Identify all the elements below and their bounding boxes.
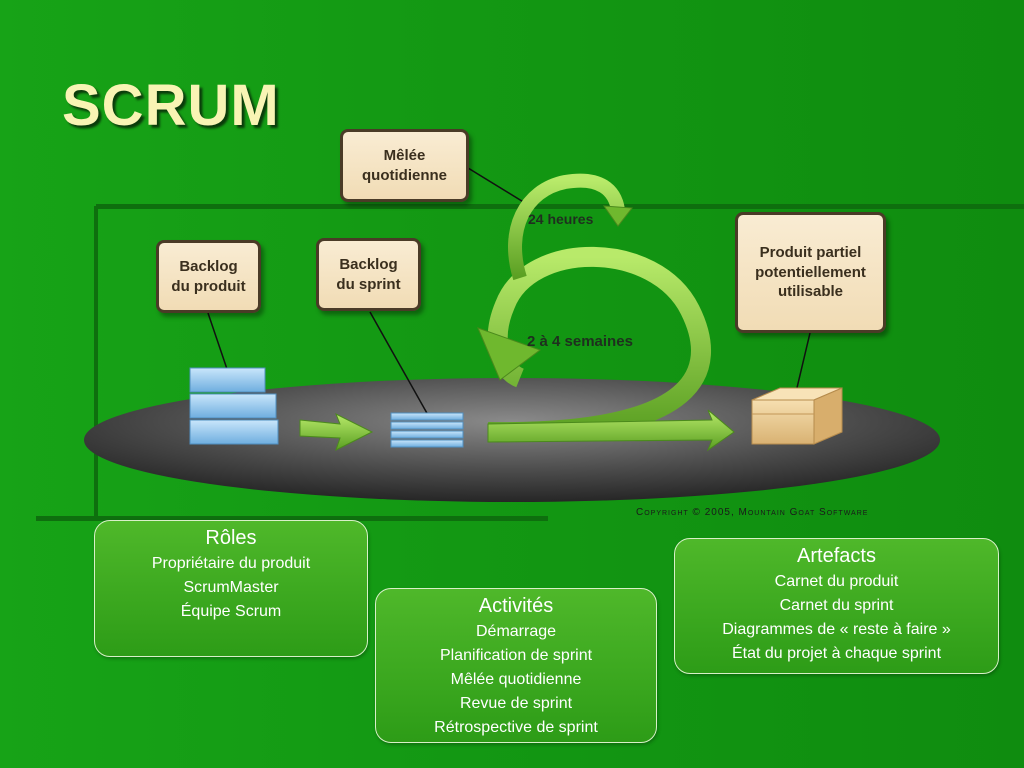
increment-crate [751, 387, 843, 445]
box-product-backlog-label: Backlog du produit [171, 258, 246, 295]
panel-roles: Rôles Propriétaire du produit ScrumMaste… [94, 520, 368, 657]
daily-cycle-arrow [508, 173, 633, 281]
panel-activities-item: Revue de sprint [459, 695, 573, 712]
scrum-process-diagram: 24 heures 2 à 4 semaines [36, 167, 1024, 521]
panel-roles-item: Propriétaire du produit [151, 555, 311, 572]
flow-arrow-1 [299, 412, 374, 451]
box-daily-scrum: Mêlée quotidienne [340, 129, 469, 202]
slide-title: SCRUM [62, 73, 280, 138]
panel-artifacts-item: État du projet à chaque sprint [731, 645, 942, 662]
panel-activities-item: Mêlée quotidienne [450, 671, 582, 688]
box-increment: Produit partiel potentiellement utilisab… [735, 212, 886, 333]
box-sprint-backlog: Backlog du sprint [316, 238, 421, 311]
diagram-backdrop-bottom [36, 516, 548, 521]
box-increment-label: Produit partiel potentiellement utilisab… [755, 244, 866, 301]
sprint-cycle-arrow [477, 246, 735, 452]
diagram-backdrop-top [96, 204, 1024, 209]
sprint-backlog-stack [390, 412, 464, 448]
connector-product-backlog [207, 312, 229, 373]
box-sprint-backlog-label: Backlog du sprint [336, 256, 401, 293]
label-sprint-length: 2 à 4 semaines [527, 333, 633, 350]
box-product-backlog: Backlog du produit [156, 240, 261, 313]
panel-activities-title: Activités [478, 595, 554, 617]
box-daily-scrum-label: Mêlée quotidienne [362, 147, 447, 184]
panel-activities-item: Planification de sprint [439, 647, 593, 664]
panel-artifacts-item: Carnet du produit [774, 573, 899, 590]
panel-activities: Activités Démarrage Planification de spr… [375, 588, 657, 743]
panel-activities-item: Rétrospective de sprint [434, 719, 598, 736]
panel-roles-item: Équipe Scrum [180, 603, 282, 620]
product-backlog-stack [189, 367, 279, 445]
diagram-backdrop-left [94, 206, 98, 518]
panel-roles-title: Rôles [205, 527, 257, 549]
connector-daily-scrum [467, 167, 531, 207]
panel-artifacts-item: Carnet du sprint [779, 597, 894, 614]
label-24-hours: 24 heures [528, 211, 594, 227]
connector-increment [795, 332, 811, 393]
panel-activities-item: Démarrage [475, 623, 557, 640]
panel-artifacts-item: Diagrammes de « reste à faire » [722, 621, 951, 638]
copyright-notice: Copyright © 2005, Mountain Goat Software [636, 507, 869, 518]
panel-artifacts-title: Artefacts [797, 545, 876, 567]
connector-sprint-backlog [369, 311, 429, 416]
panel-artifacts: Artefacts Carnet du produit Carnet du sp… [674, 538, 999, 674]
panel-roles-item: ScrumMaster [183, 579, 279, 596]
